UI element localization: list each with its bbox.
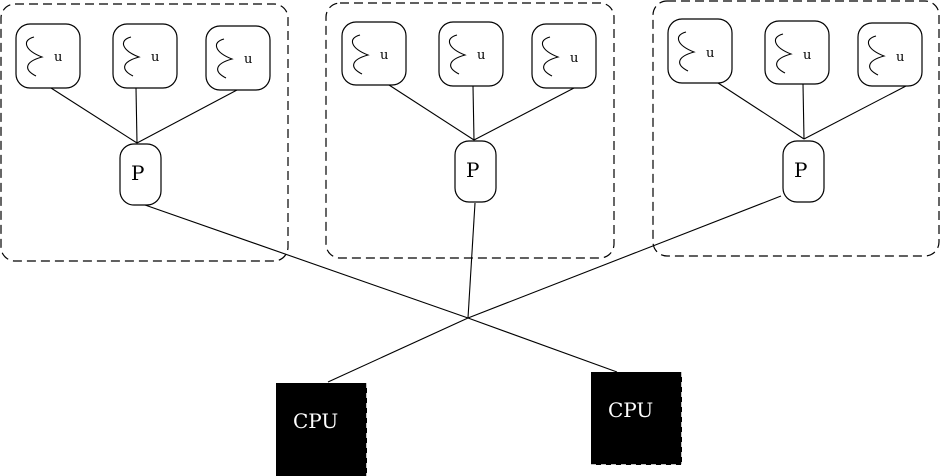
- thread-node: u: [112, 23, 178, 89]
- cpu-label: CPU: [293, 409, 338, 433]
- thread-label: u: [803, 48, 811, 63]
- thread-node: u: [531, 23, 597, 89]
- thread-squiggle-icon: [215, 38, 234, 79]
- thread-label: u: [151, 50, 159, 65]
- process-group-1-container: [0, 3, 289, 262]
- thread-node: u: [205, 25, 271, 91]
- edge-process-1-to-junction: [144, 204, 469, 319]
- thread-label: u: [54, 50, 62, 65]
- thread-node: u: [667, 18, 733, 84]
- thread-squiggle-icon: [867, 35, 886, 76]
- thread-node: u: [438, 21, 504, 87]
- thread-label: u: [477, 48, 485, 63]
- cpu-label: CPU: [608, 398, 653, 422]
- thread-squiggle-icon: [541, 36, 560, 77]
- process-group-3-container: [652, 0, 940, 257]
- cpu-node-2: CPU: [591, 372, 683, 466]
- edge-thread-1-2-to-process-1: [135, 87, 138, 144]
- edge-process-2-to-junction: [467, 202, 476, 319]
- edge-thread-2-2-to-process-2: [472, 85, 475, 141]
- thread-squiggle-icon: [448, 34, 467, 75]
- process-label: P: [466, 158, 479, 182]
- thread-squiggle-icon: [774, 33, 793, 74]
- edge-thread-3-3-to-process-3: [803, 85, 907, 140]
- process-node: P: [782, 140, 825, 203]
- thread-node: u: [341, 21, 407, 86]
- thread-node: u: [15, 23, 81, 89]
- thread-squiggle-icon: [677, 31, 696, 72]
- thread-squiggle-icon: [351, 34, 370, 75]
- edge-thread-2-3-to-process-2: [473, 87, 575, 141]
- thread-label: u: [706, 46, 714, 61]
- edge-process-3-to-junction: [467, 195, 782, 319]
- thread-label: u: [380, 48, 388, 63]
- edge-junction-to-cpu-2: [467, 317, 618, 373]
- cpu-node-1: CPU: [276, 383, 368, 476]
- process-label: P: [131, 161, 144, 185]
- thread-label: u: [570, 51, 578, 66]
- edge-thread-3-2-to-process-3: [802, 83, 805, 140]
- edge-thread-1-1-to-process-1: [50, 87, 138, 144]
- thread-node: u: [857, 22, 923, 87]
- process-node: P: [119, 143, 162, 206]
- edge-thread-1-3-to-process-1: [136, 89, 238, 144]
- process-node: P: [454, 140, 497, 203]
- thread-node: u: [764, 20, 830, 85]
- thread-squiggle-icon: [122, 36, 141, 77]
- thread-label: u: [244, 52, 252, 67]
- edge-junction-to-cpu-1: [327, 317, 469, 383]
- thread-squiggle-icon: [25, 36, 44, 77]
- thread-label: u: [896, 50, 904, 65]
- edge-thread-3-1-to-process-3: [717, 82, 805, 140]
- process-label: P: [794, 158, 807, 182]
- edge-thread-2-1-to-process-2: [388, 84, 475, 141]
- process-group-2-container: [325, 2, 615, 259]
